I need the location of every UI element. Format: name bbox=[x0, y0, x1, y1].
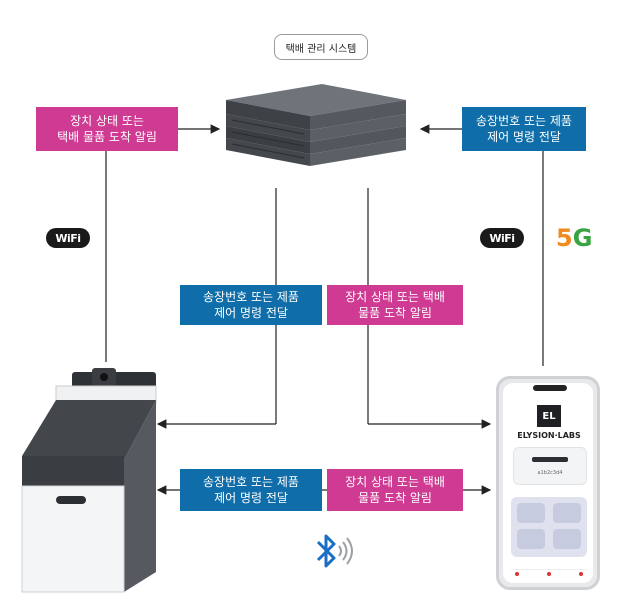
5g-icon: 5G 5G bbox=[556, 224, 593, 252]
nav-dot-1[interactable] bbox=[515, 572, 519, 576]
smartphone: EL ELYSION·LABS a1b2c3d4 bbox=[496, 376, 600, 590]
notify-box-top-left: 장치 상태 또는 택배 물품 도착 알림 bbox=[36, 107, 178, 151]
brand-name: ELYSION·LABS bbox=[517, 431, 581, 440]
wifi-icon-left: WiFi bbox=[46, 228, 90, 248]
control-panel bbox=[511, 497, 587, 557]
parcel-locker-device bbox=[21, 368, 157, 593]
notify-box-low-right: 장치 상태 또는 택배 물품 도착 알림 bbox=[327, 469, 463, 511]
nav-dot-3[interactable] bbox=[579, 572, 583, 576]
server-icon bbox=[226, 84, 406, 166]
system-label: 택배 관리 시스템 bbox=[274, 34, 368, 60]
phone-notch bbox=[533, 385, 567, 391]
control-button-1[interactable] bbox=[517, 503, 545, 523]
command-box-low-left: 송장번호 또는 제품 제어 명령 전달 bbox=[180, 469, 322, 511]
device-icon bbox=[532, 457, 568, 462]
phone-screen: EL ELYSION·LABS a1b2c3d4 bbox=[503, 383, 593, 583]
device-card[interactable]: a1b2c3d4 bbox=[513, 447, 587, 485]
control-button-4[interactable] bbox=[553, 529, 581, 549]
command-box-top-right: 송장번호 또는 제품 제어 명령 전달 bbox=[462, 107, 586, 151]
notify-box-mid-right: 장치 상태 또는 택배 물품 도착 알림 bbox=[327, 285, 463, 325]
bluetooth-icon bbox=[316, 534, 353, 568]
phone-bottom-nav bbox=[511, 569, 587, 578]
device-id: a1b2c3d4 bbox=[537, 470, 563, 476]
brand-logo: EL bbox=[537, 405, 561, 427]
command-box-mid-left: 송장번호 또는 제품 제어 명령 전달 bbox=[180, 285, 322, 325]
nav-dot-2[interactable] bbox=[547, 572, 551, 576]
control-button-3[interactable] bbox=[517, 529, 545, 549]
control-button-2[interactable] bbox=[553, 503, 581, 523]
wifi-icon-right: WiFi bbox=[480, 228, 524, 248]
